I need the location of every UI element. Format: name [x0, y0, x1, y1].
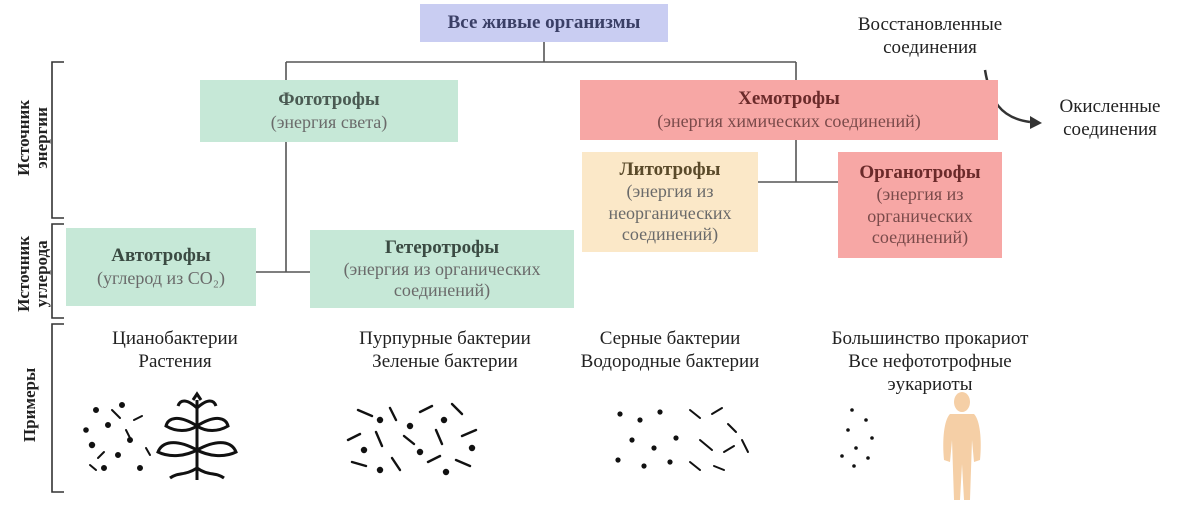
- example-prokaryotes-eukaryotes: Большинство прокариот Все нефототрофные …: [831, 328, 1029, 395]
- bacteria-icon: [83, 402, 151, 471]
- chemotrophs-node: Хемотрофы (энергия химических соединений…: [580, 80, 998, 140]
- heterotrophs-subtitle: (энергия из органических соединений): [343, 258, 541, 301]
- lithotrophs-subtitle: (энергия из неорганических соединений): [608, 181, 732, 244]
- chemotrophs-title: Хемотрофы: [738, 88, 840, 110]
- root-node: Все живые организмы: [420, 4, 668, 42]
- bacteria-icon: [615, 407, 749, 471]
- lithotrophs-title: Литотрофы: [619, 158, 721, 180]
- bacteria-icon: [840, 408, 874, 468]
- autotrophs-node: Автотрофы (углерод из CO₂): [66, 228, 256, 306]
- example-purple-green-bacteria: Пурпурные бактерии Зеленые бактерии: [359, 328, 531, 372]
- heterotrophs-title: Гетеротрофы: [384, 236, 500, 258]
- bacteria-icon: [346, 402, 478, 476]
- example-cyanobacteria-plants: Цианобактерии Растения: [112, 328, 238, 372]
- phototrophs-subtitle: (энергия света): [270, 111, 388, 132]
- oxidized-compounds-label: Окисленные соединения: [1059, 96, 1161, 140]
- chemotrophs-subtitle: (энергия химических соединений): [657, 110, 921, 131]
- heterotrophs-node: Гетеротрофы (энергия из органических сое…: [310, 230, 574, 308]
- side-label-examples: Примеры: [20, 367, 40, 443]
- phototrophs-title: Фототрофы: [278, 89, 380, 111]
- side-label-energy: Источник энергии: [14, 99, 51, 176]
- organotrophs-subtitle: (энергия из органических соединений): [867, 184, 973, 247]
- autotrophs-title: Автотрофы: [111, 245, 211, 267]
- phototrophs-node: Фототрофы (энергия света): [200, 80, 458, 142]
- plant-icon: [156, 391, 238, 480]
- reduced-compounds-label: Восстановленные соединения: [857, 14, 1003, 58]
- human-silhouette-icon: [943, 392, 981, 500]
- example-sulfur-hydrogen-bacteria: Серные бактерии Водородные бактерии: [580, 328, 760, 372]
- root-label: Все живые организмы: [447, 11, 641, 33]
- organotrophs-node: Органотрофы (энергия из органических сое…: [838, 152, 1002, 258]
- organotrophs-title: Органотрофы: [859, 161, 981, 183]
- side-label-carbon: Источник углерода: [14, 235, 51, 312]
- autotrophs-subtitle: (углерод из CO₂): [96, 267, 226, 288]
- lithotrophs-node: Литотрофы (энергия из неорганических сое…: [582, 152, 758, 252]
